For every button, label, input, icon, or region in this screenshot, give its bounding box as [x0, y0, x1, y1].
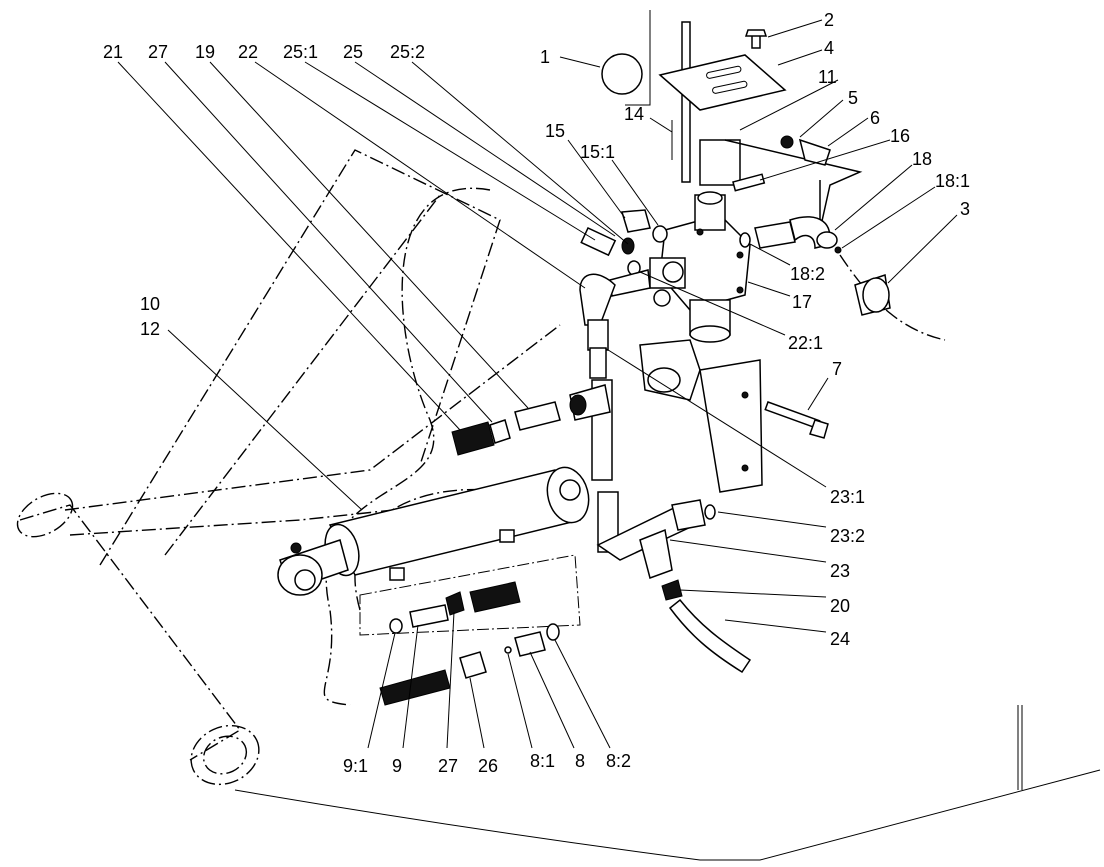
callout-4: 4	[824, 38, 834, 58]
seal-8-1	[504, 646, 512, 654]
callout-24: 24	[830, 629, 850, 649]
callout-14: 14	[624, 104, 644, 124]
seal-18-2	[739, 232, 751, 248]
sleeve-lower	[379, 669, 451, 706]
lever-handle-assembly	[601, 10, 863, 231]
callout-17: 17	[792, 292, 812, 312]
seal-18-1	[834, 246, 842, 254]
union-23-1	[587, 319, 609, 351]
nut-27	[489, 419, 511, 444]
callout-9: 9	[392, 756, 402, 776]
callout-12: 12	[140, 319, 160, 339]
callout-16: 16	[890, 126, 910, 146]
callout-labels: 21 27 19 22 25:1 25 25:2 1 2 4 11 5 6 14…	[103, 10, 970, 776]
callout-25-1: 25:1	[283, 42, 318, 62]
callout-8-2: 8:2	[606, 751, 631, 771]
callout-18-1: 18:1	[935, 171, 970, 191]
callout-18-2: 18:2	[790, 264, 825, 284]
bolt-7	[764, 401, 821, 430]
callout-25-2: 25:2	[390, 42, 425, 62]
callout-22-1: 22:1	[788, 333, 823, 353]
callout-22: 22	[238, 42, 258, 62]
valve-block-17	[649, 191, 751, 343]
mount-bracket	[639, 339, 829, 493]
mount-block	[699, 139, 741, 186]
callout-27-bottom: 27	[438, 756, 458, 776]
washer-6	[798, 138, 831, 166]
valve-fittings	[579, 209, 891, 326]
callout-15-1: 15:1	[580, 142, 615, 162]
callout-26: 26	[478, 756, 498, 776]
seal-23-2	[704, 504, 716, 520]
callout-20: 20	[830, 596, 850, 616]
callout-10: 10	[140, 294, 160, 314]
adapter-8	[514, 631, 546, 657]
callout-19: 19	[195, 42, 215, 62]
callout-9-1: 9:1	[343, 756, 368, 776]
nut-27b	[445, 591, 465, 616]
fitting-18	[754, 221, 796, 249]
leader-lines	[117, 19, 958, 749]
lever-rod-11	[681, 21, 691, 183]
callout-18: 18	[912, 149, 932, 169]
nut-20	[661, 579, 683, 601]
callout-15: 15	[545, 121, 565, 141]
callout-7: 7	[832, 359, 842, 379]
seal-15-1	[652, 225, 668, 243]
seal-9-1	[389, 618, 403, 634]
nut-5	[780, 135, 794, 149]
callout-6: 6	[870, 108, 880, 128]
callout-11: 11	[818, 67, 837, 87]
nut-26	[459, 651, 487, 679]
callout-23-2: 23:2	[830, 526, 865, 546]
callout-2: 2	[824, 10, 834, 30]
callout-27-top: 27	[148, 42, 168, 62]
adapter-19	[514, 401, 561, 431]
plug-15	[621, 209, 651, 233]
callout-3: 3	[960, 199, 970, 219]
callout-23: 23	[830, 561, 850, 581]
adapter-9	[409, 604, 449, 628]
callout-5: 5	[848, 88, 858, 108]
sleeve-21	[451, 421, 495, 456]
fitting-25	[580, 227, 617, 257]
hydraulic-cylinder	[277, 466, 590, 596]
callout-21: 21	[103, 42, 123, 62]
fitting-parts-upper	[451, 394, 587, 456]
callout-8: 8	[575, 751, 585, 771]
callout-25: 25	[343, 42, 363, 62]
fitting-parts-lower	[359, 554, 581, 706]
sleeve-upper	[469, 581, 521, 613]
hose-24	[668, 598, 752, 674]
callout-23-1: 23:1	[830, 487, 865, 507]
callout-8-1: 8:1	[530, 751, 555, 771]
knob-1	[601, 53, 643, 95]
slotted-plate-4	[658, 54, 787, 111]
callout-1: 1	[540, 47, 550, 67]
seal-8-2	[546, 623, 560, 641]
